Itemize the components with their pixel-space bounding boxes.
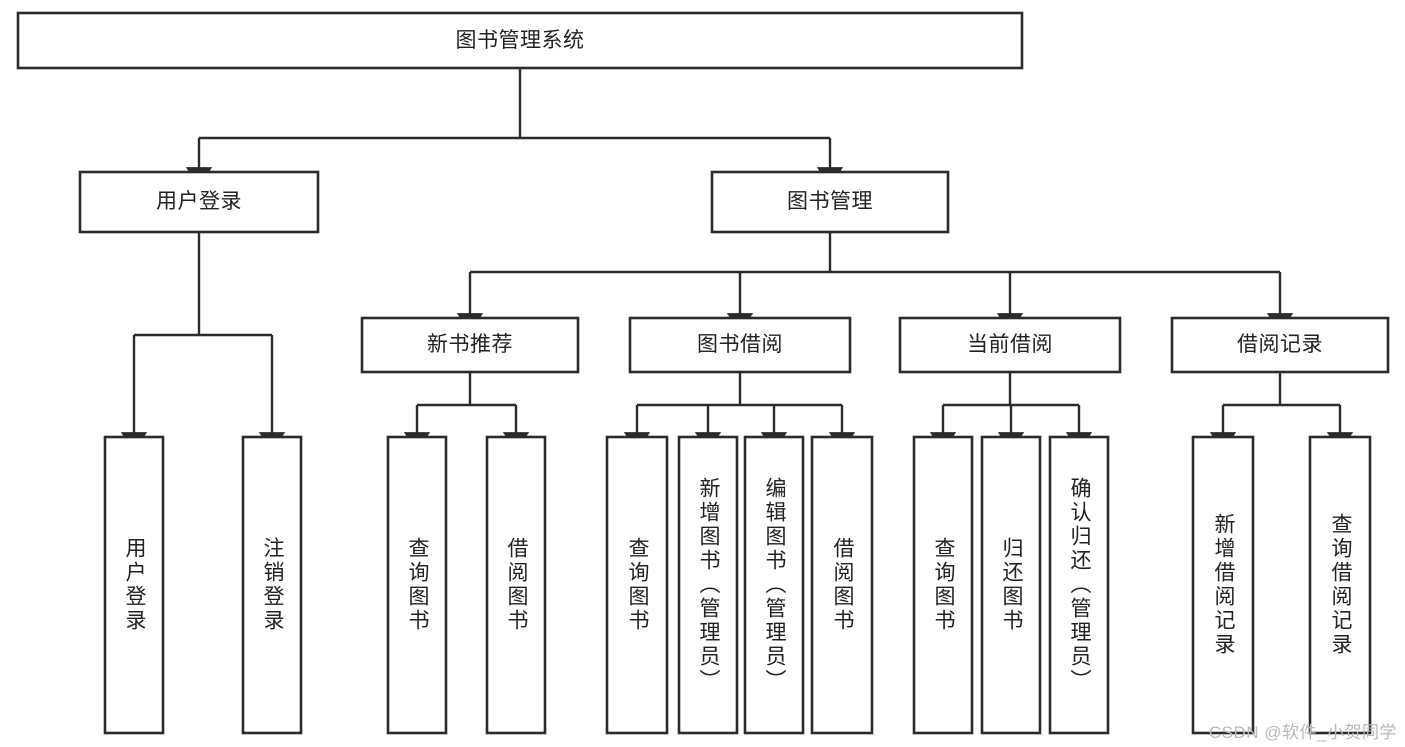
- node-box-leaf-query-book-2: [605, 435, 669, 735]
- node-box-leaf-add-record: [1191, 435, 1255, 735]
- node-box-leaf-borrow-book-1: [485, 435, 547, 735]
- node-box-book-borrow: [628, 316, 852, 374]
- connector-layer: [120, 68, 1354, 452]
- node-box-user-login: [78, 170, 320, 234]
- watermark-text: CSDN @软件_小贺同学: [1208, 723, 1397, 742]
- node-box-book-manage: [710, 170, 950, 234]
- node-box-leaf-logout: [241, 435, 303, 735]
- node-box-new-book-rec: [360, 316, 580, 374]
- node-box-leaf-return-book: [980, 435, 1042, 735]
- node-box-leaf-query-book-1: [386, 435, 448, 735]
- node-box-leaf-borrow-book-2: [810, 435, 874, 735]
- node-box-current-borrow: [898, 316, 1122, 374]
- node-box-leaf-user-login: [103, 435, 165, 735]
- node-box-layer: [16, 11, 1390, 735]
- node-box-leaf-query-book-3: [912, 435, 974, 735]
- node-box-leaf-confirm-return: [1048, 435, 1110, 735]
- node-box-borrow-record: [1170, 316, 1390, 374]
- node-box-leaf-add-book: [677, 435, 739, 735]
- node-box-root: [16, 11, 1024, 70]
- node-box-leaf-query-record: [1308, 435, 1372, 735]
- node-box-leaf-edit-book: [743, 435, 805, 735]
